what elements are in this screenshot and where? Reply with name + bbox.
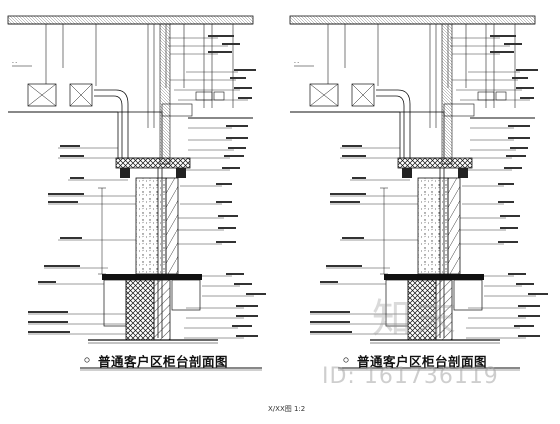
watermark-logo: 知末	[372, 296, 460, 342]
left-section-title: 普通客户区柜台剖面图	[98, 354, 229, 369]
left-counter-section	[7, 15, 267, 344]
right-section-title: 普通客户区柜台剖面图	[357, 354, 488, 369]
watermark-id: ID: 161736119	[322, 364, 499, 389]
sheet-scale-label: X/XX图 1:2	[268, 405, 306, 413]
